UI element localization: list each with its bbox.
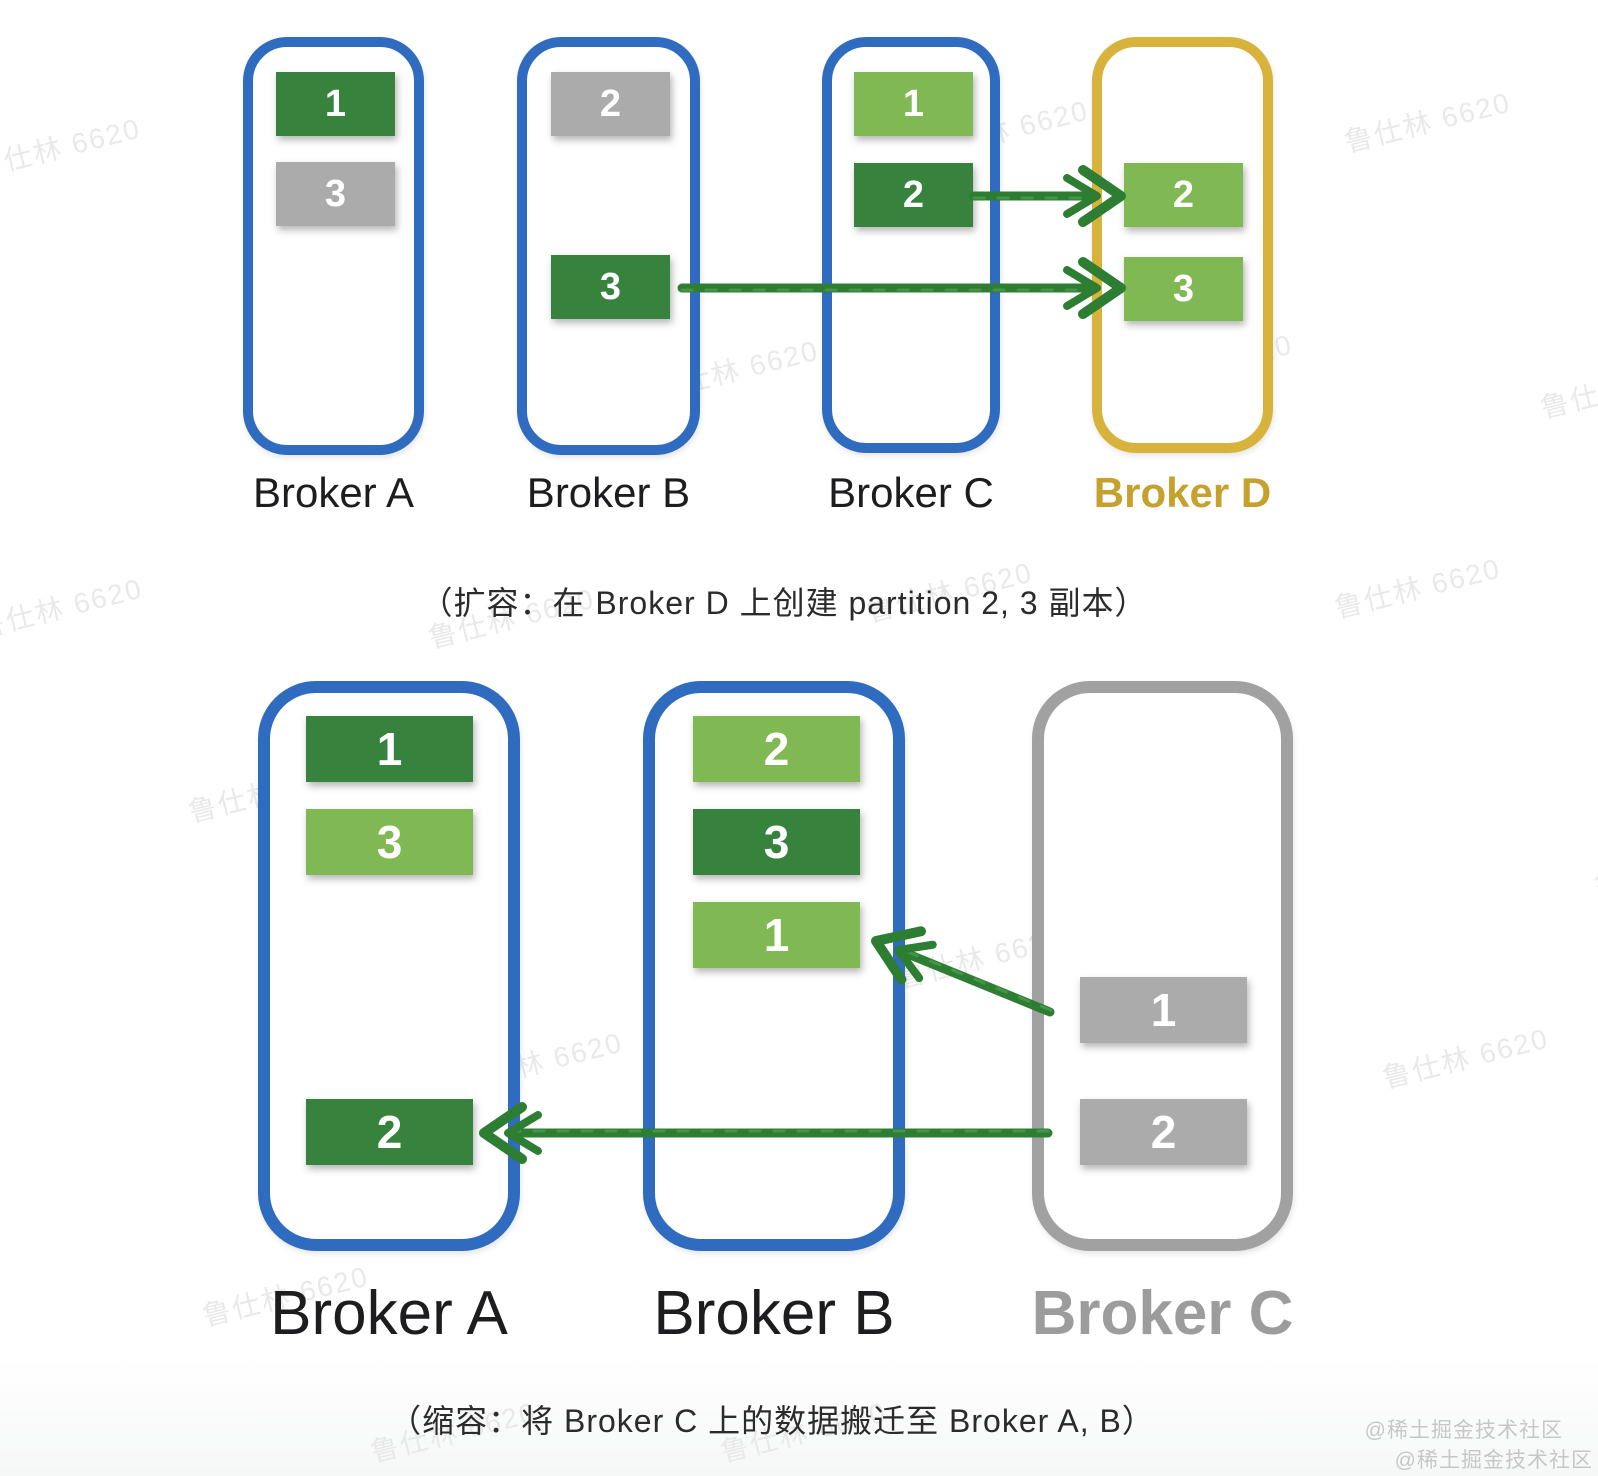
broker-label-shrink-broker-c: Broker C: [1031, 1279, 1294, 1348]
shrink-caption: （缩容：将 Broker C 上的数据搬迁至 Broker A, B）: [389, 1403, 1155, 1439]
expand-caption: （扩容：在 Broker D 上创建 partition 2, 3 副本）: [420, 585, 1148, 621]
partition-2-shrink-broker-c: 2: [1080, 1099, 1247, 1165]
author-watermark: 鲁仕林 6620: [1379, 1022, 1552, 1094]
author-watermark: 鲁仕林 6620: [1591, 831, 1598, 902]
broker-label-expand-broker-b: Broker B: [526, 469, 691, 516]
partition-1-expand-broker-c: 1: [854, 72, 973, 136]
broker-label-expand-broker-a: Broker A: [252, 469, 415, 516]
community-watermark-line-1: @稀土掘金技术社区: [1364, 1419, 1563, 1442]
author-watermark: 鲁仕林 6620: [0, 112, 144, 184]
broker-label-shrink-broker-b: Broker B: [653, 1279, 895, 1348]
broker-label-shrink-broker-a: Broker A: [270, 1279, 508, 1348]
broker-box-expand-broker-d: [1092, 37, 1273, 453]
partition-1-shrink-broker-a: 1: [306, 716, 473, 782]
partition-2-shrink-broker-b: 2: [693, 716, 860, 782]
partition-3-shrink-broker-b: 3: [693, 809, 860, 875]
author-watermark: 鲁仕林 6620: [0, 572, 146, 644]
partition-3-expand-broker-d: 3: [1124, 257, 1243, 321]
partition-2-expand-broker-b: 2: [551, 72, 670, 136]
partition-2-shrink-broker-a: 2: [306, 1099, 473, 1165]
author-watermark: 鲁仕林 6620: [1537, 353, 1598, 424]
author-watermark: 鲁仕林 6620: [1341, 86, 1514, 158]
partition-3-expand-broker-a: 3: [276, 162, 395, 226]
community-watermark-line-2: @稀土掘金技术社区: [1394, 1449, 1593, 1472]
partition-1-shrink-broker-c: 1: [1080, 977, 1247, 1043]
partition-3-expand-broker-b: 3: [551, 255, 670, 319]
author-watermark: 鲁仕林 6620: [1331, 552, 1504, 624]
partition-2-expand-broker-c: 2: [854, 163, 973, 227]
partition-1-expand-broker-a: 1: [276, 72, 395, 136]
broker-label-expand-broker-c: Broker C: [828, 469, 994, 516]
partition-1-shrink-broker-b: 1: [693, 902, 860, 968]
broker-label-expand-broker-d: Broker D: [1093, 469, 1272, 516]
partition-2-expand-broker-d: 2: [1124, 163, 1243, 227]
broker-box-shrink-broker-c: [1032, 681, 1293, 1251]
partition-3-shrink-broker-a: 3: [306, 809, 473, 875]
